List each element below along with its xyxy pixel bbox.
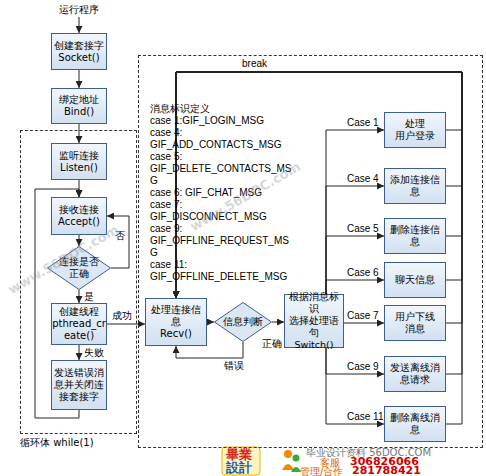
diamond-shape xyxy=(215,303,272,342)
switch-box: 根据消息标识 选择处理语句 Switch() xyxy=(284,294,344,348)
edge-label: 是 xyxy=(84,291,94,303)
node-label: 删除连接信 息 xyxy=(385,224,445,248)
start-label: 运行程序 xyxy=(51,4,107,15)
case-box: 删除离线消 息 xyxy=(384,406,446,442)
logo-text: 設計 xyxy=(226,461,252,475)
logo-figure xyxy=(284,450,292,458)
edge-label: 正确 xyxy=(262,338,282,350)
flow-connector xyxy=(326,348,384,424)
node-label: 根据消息标识 选择处理语句 Switch() xyxy=(285,291,343,351)
case-box: 处理 用户登录 xyxy=(384,112,446,148)
node-label: 处理连接信 息 Recv() xyxy=(146,304,206,340)
case-box: 聊天信息 xyxy=(384,262,446,298)
flow-connector xyxy=(326,348,384,374)
node-label: 删除离线消 息 xyxy=(385,412,445,436)
edge-label: 失败 xyxy=(84,347,104,359)
flow-connector xyxy=(326,186,384,294)
process-box: 创建套接字 Socket() xyxy=(51,33,107,70)
region-note: 循环体 while(1) xyxy=(20,437,150,449)
flow-connector xyxy=(79,124,80,143)
diamond-text: 信息判断 xyxy=(214,302,272,342)
logo-text: 畢業 xyxy=(226,448,252,462)
case-box: 添加连接信 息 xyxy=(384,168,446,204)
edge-label: Case 9 xyxy=(347,361,379,373)
edge-label: 成功 xyxy=(112,310,132,322)
contact-label: 管理/合作 xyxy=(300,466,343,476)
node-label: 聊天信息 xyxy=(395,274,435,286)
process-box: 发送错误消 息并关闭连 接套接字 xyxy=(51,360,107,410)
region-note: case 9: GIF_OFFLINE_REQUEST_MS G xyxy=(150,223,296,259)
region-note: case 6: GIF_CHAT_MSG xyxy=(150,187,296,199)
node-label: 发送离线消 息请求 xyxy=(385,362,445,386)
flow-connector xyxy=(272,322,284,323)
flow-connector xyxy=(176,72,462,298)
edge-label: Case 6 xyxy=(347,267,379,279)
process-box: 处理连接信 息 Recv() xyxy=(145,298,207,346)
region-note: case 11: GIF_OFFLINE_DELETE_MSG xyxy=(150,259,296,283)
contact-number: 281788421 xyxy=(352,465,421,476)
node-label: 信息判断 xyxy=(223,316,263,328)
edge-label: Case 4 xyxy=(347,173,379,185)
flow-connector xyxy=(176,72,462,298)
flow-connector xyxy=(176,72,462,298)
logo-figure xyxy=(291,467,301,472)
node-label: 接收连接 Accept() xyxy=(52,204,106,228)
logo-badge xyxy=(222,447,260,475)
edge-label: Case 11 xyxy=(347,411,384,423)
case-box: 发送离线消 息请求 xyxy=(384,356,446,392)
flow-connector xyxy=(79,70,80,88)
flow-connector xyxy=(344,323,384,324)
node-label: 创建套接字 Socket() xyxy=(52,40,106,64)
region-text: 消息标识定义case 1:GIF_LOGIN_MSGcase 4: GIF_AD… xyxy=(150,103,296,283)
flow-connector xyxy=(79,345,80,360)
node-label: 监听连接 Listen() xyxy=(52,150,106,174)
flow-connector xyxy=(176,72,462,298)
flow-connector xyxy=(326,236,384,294)
region-text: 循环体 while(1) xyxy=(20,437,150,449)
node-label: 处理 用户登录 xyxy=(385,118,445,142)
node-label: 添加连接信 息 xyxy=(385,174,445,198)
logo-figure xyxy=(282,464,294,470)
flow-connector xyxy=(107,324,145,325)
node-label: 绑定地址 Bind() xyxy=(52,94,106,118)
flow-connector xyxy=(79,290,80,303)
edge-label: Case 7 xyxy=(347,310,379,322)
edge-label: Case 1 xyxy=(347,117,379,129)
edge-label: 错误 xyxy=(224,360,244,372)
edge-label: Case 5 xyxy=(347,223,379,235)
node-label: 用户下线 消息 xyxy=(385,311,445,335)
node-label: 发送错误消 息并关闭连 接套接字 xyxy=(52,367,106,403)
region-note: case 4: GIF_ADD_CONTACTS_MSG xyxy=(150,127,296,151)
process-box: 绑定地址 Bind() xyxy=(51,88,107,124)
flow-connector xyxy=(326,130,384,294)
decision-diamond: 信息判断 xyxy=(214,302,272,342)
handler-region: 消息标识定义case 1:GIF_LOGIN_MSGcase 4: GIF_AD… xyxy=(138,55,483,448)
flow-connector xyxy=(207,322,214,323)
process-box: 创建线程 pthread_cr eate() xyxy=(51,303,107,345)
start-arrow xyxy=(79,17,80,33)
case-box: 删除连接信 息 xyxy=(384,218,446,254)
loop-label: break xyxy=(242,58,267,69)
process-box: 监听连接 Listen() xyxy=(51,143,107,180)
process-box: 接收连接 Accept() xyxy=(51,197,107,235)
node-label: 创建线程 pthread_cr eate() xyxy=(52,306,106,342)
logo-figure xyxy=(293,455,300,462)
region-note: case 1:GIF_LOGIN_MSG xyxy=(150,115,296,127)
region-note: 消息标识定义 xyxy=(150,103,296,115)
case-box: 用户下线 消息 xyxy=(384,305,446,341)
